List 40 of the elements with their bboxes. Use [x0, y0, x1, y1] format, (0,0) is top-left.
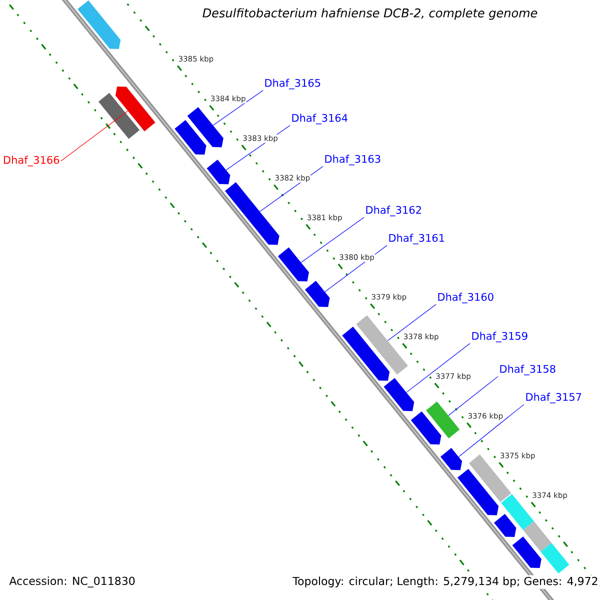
- feature-box: [523, 521, 552, 552]
- gene-label: Dhaf_3162: [366, 206, 421, 216]
- feature-box: [98, 92, 140, 139]
- gene-label: Dhaf_3157: [526, 392, 582, 404]
- gene-feature: [206, 160, 230, 184]
- accession-text: Accession: NC_011830: [9, 576, 135, 588]
- leader-line: [388, 304, 436, 341]
- gene-feature: [187, 107, 224, 148]
- leader-line: [406, 343, 470, 393]
- gene-label: Dhaf_3166: [4, 156, 60, 166]
- feature-box: [426, 402, 460, 438]
- leader-line: [448, 376, 498, 416]
- gene-feature: [224, 182, 280, 245]
- map-title: Desulfitobacterium hafniense DCB-2, complete genome: [202, 8, 538, 20]
- leader-line: [212, 90, 264, 126]
- gene-feature: [384, 378, 414, 412]
- gene-feature: [78, 0, 121, 49]
- gene-feature: [457, 468, 499, 516]
- gene-label: Dhaf_3164: [292, 114, 348, 124]
- feature-box: [501, 494, 534, 530]
- gene-label: Dhaf_3165: [265, 78, 320, 90]
- leader-line: [300, 217, 364, 263]
- gene-feature: [410, 411, 442, 444]
- feature-box: [540, 542, 570, 574]
- gene-feature: [115, 86, 156, 132]
- gene-feature: [305, 280, 330, 307]
- gene-feature: [278, 247, 309, 282]
- gene-label: Dhaf_3163: [325, 154, 380, 166]
- gene-label: Dhaf_3159: [472, 332, 528, 342]
- genome-info-text: Topology: circular; Length: 5,279,134 bp; Genes: 4,972: [291, 575, 600, 589]
- gene-label: Dhaf_3161: [389, 234, 444, 244]
- gene-feature: [174, 120, 206, 155]
- gene-label: Dhaf_3158: [500, 364, 556, 376]
- gene-feature: [512, 536, 542, 568]
- gene-feature: [440, 448, 462, 470]
- gene-label: Dhaf_3160: [438, 292, 494, 304]
- gene-feature: [494, 514, 516, 537]
- leader-line: [60, 110, 128, 162]
- gene-feature: [342, 326, 390, 381]
- leader-line: [458, 404, 524, 457]
